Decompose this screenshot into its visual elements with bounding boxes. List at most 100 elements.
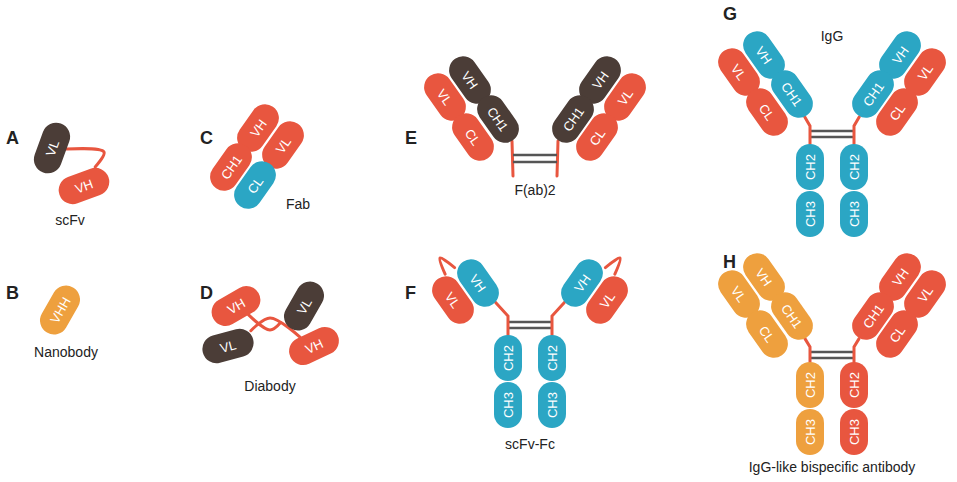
domain-label: CH2 xyxy=(545,345,560,371)
panel-letter: B xyxy=(6,283,19,304)
domain-label: CH2 xyxy=(803,372,818,398)
domain-label: VL xyxy=(914,283,935,305)
domain-label: VH xyxy=(73,176,95,196)
hinge-line xyxy=(512,141,513,176)
antibody-domain: CH2 xyxy=(494,335,522,381)
disulfide-bond xyxy=(810,351,854,354)
antibody-domain: VH xyxy=(206,281,265,331)
panel-letter: F xyxy=(405,283,416,304)
format-name: IgG-like bispecific antibody xyxy=(749,459,916,475)
domain-label: VH xyxy=(459,68,482,91)
domain-label: CL xyxy=(886,322,908,344)
format-name: scFv-Fc xyxy=(505,436,555,452)
antibody-domain: CH2 xyxy=(840,144,868,190)
antibody-domain: CH3 xyxy=(796,409,824,455)
panel-letter: G xyxy=(723,4,737,25)
peptide-linker xyxy=(854,339,859,362)
domain-label: CH2 xyxy=(501,345,516,371)
domain-label: CL xyxy=(244,173,266,195)
domain-label: VH xyxy=(224,295,247,317)
hinge-stubs xyxy=(512,141,558,176)
antibody-domain: CH2 xyxy=(538,335,566,381)
panel-letter: C xyxy=(200,128,213,149)
domain-label: CH1 xyxy=(559,104,586,134)
domain-label: VH xyxy=(467,271,490,294)
disulfide-bond xyxy=(508,327,552,330)
panel-letter: D xyxy=(200,283,213,304)
antibody-domain: VHH xyxy=(35,280,85,339)
peptide-linker xyxy=(66,149,104,167)
domain-label: CL xyxy=(586,125,608,147)
antibody-domain: CH3 xyxy=(840,191,868,237)
panel-letter: H xyxy=(723,252,736,273)
domain-label: VH xyxy=(753,43,776,66)
domain-label: CH2 xyxy=(847,372,862,398)
antibody-domain: CH3 xyxy=(538,382,566,428)
domain-label: CH1 xyxy=(778,301,805,331)
domain-label: CH1 xyxy=(859,79,886,109)
domain-label: CH3 xyxy=(803,201,818,227)
format-name: Fab xyxy=(286,196,310,212)
domain-label: CH3 xyxy=(501,392,516,418)
domain-label: VL xyxy=(42,138,62,158)
domain-label: CH1 xyxy=(778,79,805,109)
domain-label: CH2 xyxy=(847,154,862,180)
antibody-domain: CH2 xyxy=(840,362,868,408)
disulfide-bond xyxy=(508,321,552,324)
antibody-domain: VL xyxy=(199,326,256,367)
domain-label: VL xyxy=(218,337,237,356)
antibody-domain: CH3 xyxy=(494,382,522,428)
domain-label: VL xyxy=(729,283,750,305)
peptide-linker xyxy=(605,258,620,274)
domain-label: VH xyxy=(589,68,612,91)
domain-label: VHH xyxy=(47,294,74,325)
domain-label: CH1 xyxy=(484,104,511,134)
domain-label: CH3 xyxy=(847,201,862,227)
antibody-domain: CH3 xyxy=(840,409,868,455)
disulfide-bond xyxy=(513,161,557,164)
panel-letter: A xyxy=(6,128,19,149)
domain-label: CL xyxy=(462,125,484,147)
domain-label: CL xyxy=(886,100,908,122)
domain-label: CH3 xyxy=(847,419,862,445)
domain-label: VL xyxy=(272,134,293,156)
domain-label: CH1 xyxy=(217,152,244,182)
peptide-linker xyxy=(854,117,859,144)
disulfide-bond xyxy=(810,136,854,139)
disulfide-bond xyxy=(513,154,557,157)
domain-label: VH xyxy=(247,116,270,139)
domain-label: VL xyxy=(596,289,617,311)
antibody-domain: CH2 xyxy=(796,362,824,408)
domain-label: CH2 xyxy=(803,154,818,180)
domain-label: VH xyxy=(889,43,912,66)
domain-label: VL xyxy=(443,289,464,311)
format-name: Diabody xyxy=(244,378,295,394)
domain-label: CH1 xyxy=(859,301,886,331)
peptide-linker xyxy=(805,117,810,144)
domain-label: VL xyxy=(729,61,750,83)
peptide-linker xyxy=(440,258,455,274)
peptide-linker xyxy=(805,339,810,362)
domain-label: VH xyxy=(889,265,912,288)
disulfide-bond xyxy=(810,130,854,133)
domain-label: VL xyxy=(294,295,315,316)
antibody-domain: VH xyxy=(55,164,113,208)
domain-label: VH xyxy=(303,335,326,356)
domain-label: CH3 xyxy=(545,392,560,418)
peptide-linker xyxy=(552,302,564,335)
format-name: scFv xyxy=(55,212,85,228)
format-name: IgG xyxy=(821,28,844,44)
format-name: Nanobody xyxy=(34,344,98,360)
peptide-linker xyxy=(496,302,508,335)
domain-label: VL xyxy=(435,86,456,108)
antibody-domain: CH2 xyxy=(796,144,824,190)
disulfide-bond xyxy=(810,357,854,360)
hinge-line xyxy=(557,141,558,176)
panel-letter: E xyxy=(405,128,417,149)
domain-label: VH xyxy=(753,265,776,288)
domain-label: VH xyxy=(571,271,594,294)
format-name: F(ab)2 xyxy=(514,182,555,198)
domain-label: CL xyxy=(756,322,778,344)
